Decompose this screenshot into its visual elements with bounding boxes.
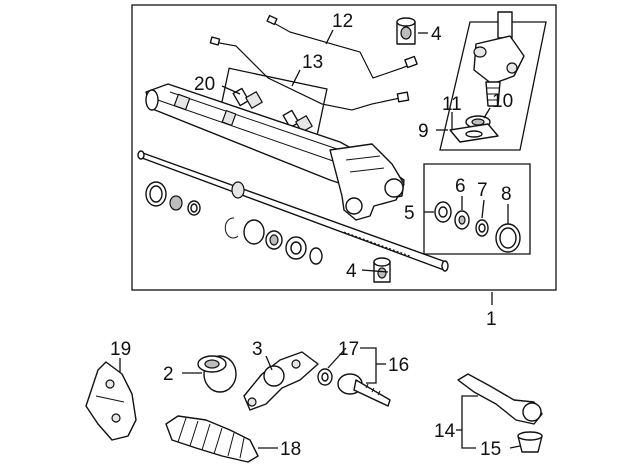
group-box-valve — [439, 21, 547, 151]
part-4-bushing-top[interactable] — [396, 17, 416, 45]
part-11-gasket[interactable] — [449, 123, 499, 143]
part-18-rack-boot[interactable] — [165, 415, 259, 463]
label-part-16: 16 — [388, 355, 409, 376]
label-part-1: 1 — [486, 309, 497, 330]
rack-housing[interactable] — [145, 83, 405, 221]
label-part-5: 5 — [404, 203, 415, 224]
part-3-mount-bracket[interactable] — [243, 351, 319, 411]
label-part-4-lower: 4 — [346, 261, 357, 282]
label-part-19: 19 — [110, 339, 131, 360]
label-part-20: 20 — [194, 74, 215, 95]
part-16-inner-tie-rod[interactable] — [337, 373, 391, 407]
label-part-15: 15 — [480, 439, 501, 460]
part-7-oring[interactable] — [475, 219, 489, 237]
label-part-4-top: 4 — [431, 24, 442, 45]
label-part-8: 8 — [501, 184, 512, 205]
label-part-11: 11 — [442, 94, 462, 115]
part-15-ball-joint-boot[interactable] — [517, 431, 543, 453]
label-part-7: 7 — [477, 180, 488, 201]
label-part-3: 3 — [252, 339, 263, 360]
label-part-10: 10 — [492, 91, 513, 112]
label-part-6: 6 — [455, 176, 466, 197]
group-box-seal-kit — [423, 163, 531, 255]
seal-kit-5[interactable] — [434, 201, 452, 223]
part-2-bushing[interactable] — [197, 355, 237, 393]
part-6-seal[interactable] — [454, 210, 470, 230]
label-part-18: 18 — [280, 439, 301, 460]
leader-lines — [119, 29, 521, 449]
part-17-lock-nut[interactable] — [317, 368, 333, 386]
label-part-12: 12 — [332, 11, 353, 32]
rack-seals-left[interactable] — [145, 181, 201, 216]
part-labels: 1 12 13 4 20 11 10 9 6 7 8 5 4 19 2 3 17… — [110, 11, 513, 460]
label-part-2: 2 — [163, 364, 174, 385]
assembly-frame — [131, 4, 557, 291]
rack-shaft[interactable] — [137, 150, 449, 272]
rack-seals-middle[interactable] — [224, 217, 323, 265]
part-19-bracket[interactable] — [85, 361, 137, 441]
label-part-9: 9 — [418, 121, 429, 142]
part-8-boot-clamp[interactable] — [495, 223, 521, 253]
label-part-17: 17 — [338, 339, 359, 360]
part-14-tie-rod-end[interactable] — [457, 373, 543, 425]
part-13-fluid-line-lower[interactable] — [209, 36, 410, 111]
part-12-fluid-line-upper[interactable] — [266, 14, 418, 79]
label-part-14: 14 — [434, 421, 456, 442]
label-part-13: 13 — [302, 52, 323, 73]
part-4-bushing-lower[interactable] — [373, 257, 391, 283]
pinion-valve[interactable] — [473, 11, 525, 107]
